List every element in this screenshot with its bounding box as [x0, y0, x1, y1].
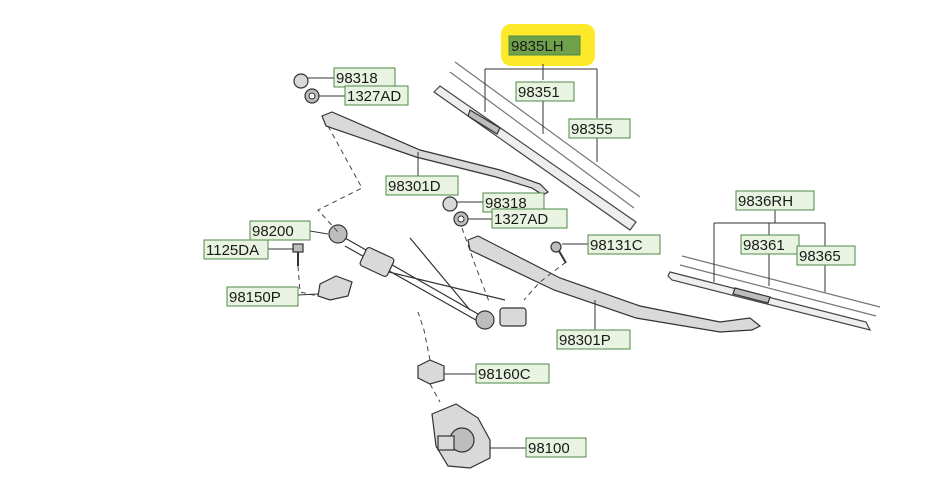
svg-text:98301D: 98301D — [388, 178, 441, 195]
label-1125da[interactable]: 1125DA — [203, 239, 269, 260]
svg-text:98100: 98100 — [528, 440, 570, 457]
label-98365[interactable]: 98365 — [796, 245, 856, 266]
svg-text:98318: 98318 — [485, 195, 527, 212]
label-9836rh[interactable]: 9836RH — [735, 190, 815, 211]
cap-lower-drawing — [442, 196, 458, 212]
label-98301d[interactable]: 98301D — [385, 175, 459, 196]
svg-text:9835LH: 9835LH — [511, 38, 564, 55]
svg-text:98150P: 98150P — [229, 289, 281, 306]
svg-text:98131C: 98131C — [590, 237, 643, 254]
lh-blade-drawing — [433, 61, 641, 231]
linkage-drawing — [328, 224, 527, 330]
nut-lower-drawing — [453, 211, 469, 227]
cap-upper-drawing — [293, 73, 309, 89]
label-98160c[interactable]: 98160C — [475, 363, 550, 384]
label-98355[interactable]: 98355 — [568, 118, 631, 139]
label-9835lh[interactable]: 9835LH — [508, 35, 581, 56]
svg-text:98318: 98318 — [336, 70, 378, 87]
rh-blade-drawing — [667, 255, 881, 331]
svg-text:98361: 98361 — [743, 237, 785, 254]
svg-text:9836RH: 9836RH — [738, 193, 793, 210]
driver-arm-drawing — [321, 111, 549, 196]
label-98301p[interactable]: 98301P — [556, 329, 631, 350]
svg-text:1327AD: 1327AD — [347, 88, 401, 105]
label-1327ad-upper[interactable]: 1327AD — [344, 85, 409, 106]
label-98351[interactable]: 98351 — [515, 81, 575, 102]
bolt-right-drawing — [550, 241, 567, 264]
svg-text:1125DA: 1125DA — [206, 242, 259, 259]
label-98100[interactable]: 98100 — [525, 437, 587, 458]
label-98200[interactable]: 98200 — [249, 220, 311, 241]
grommet-drawing — [417, 359, 445, 385]
svg-text:98365: 98365 — [799, 248, 841, 265]
leader-lines — [268, 64, 826, 449]
svg-text:98351: 98351 — [518, 84, 560, 101]
motor-drawing — [431, 403, 491, 469]
bolt-left-drawing — [292, 243, 304, 266]
bracket-drawing — [317, 275, 353, 301]
label-98318-lower[interactable]: 98318 — [482, 192, 545, 213]
label-98318-upper[interactable]: 98318 — [333, 67, 396, 88]
svg-text:98301P: 98301P — [559, 332, 611, 349]
svg-text:98200: 98200 — [252, 223, 294, 240]
passenger-arm-drawing — [467, 235, 762, 333]
svg-text:1327AD: 1327AD — [494, 211, 548, 228]
svg-text:98160C: 98160C — [478, 366, 531, 383]
label-98150p[interactable]: 98150P — [226, 286, 299, 307]
svg-text:98355: 98355 — [571, 121, 613, 138]
nut-upper-drawing — [304, 88, 320, 104]
label-98131c[interactable]: 98131C — [587, 234, 661, 255]
label-98361[interactable]: 98361 — [740, 234, 800, 255]
label-1327ad-lower[interactable]: 1327AD — [491, 208, 568, 229]
